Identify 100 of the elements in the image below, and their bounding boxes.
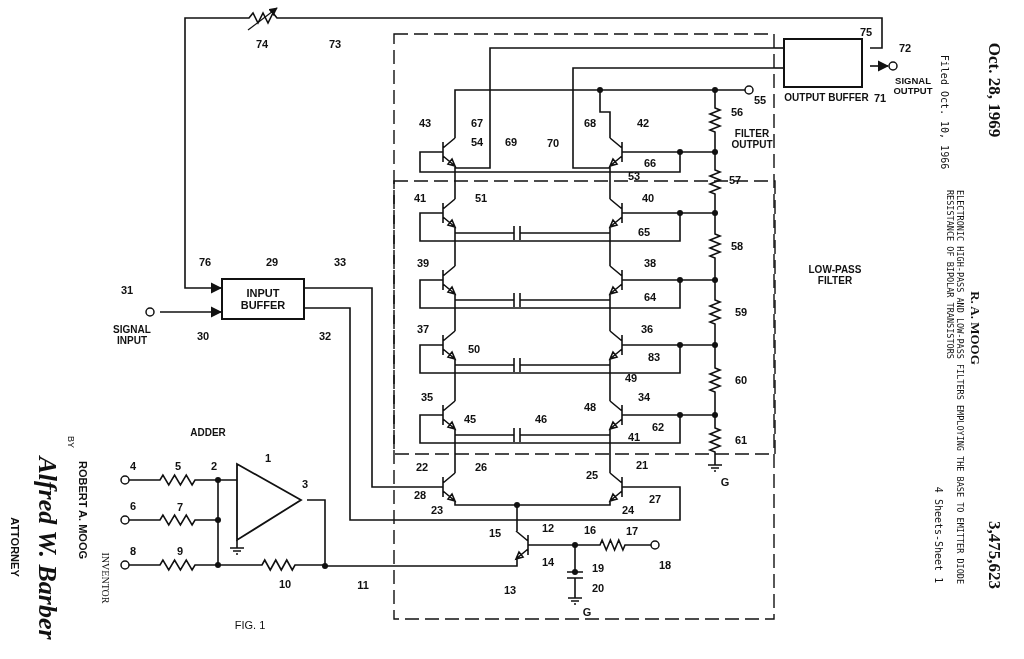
signal-line (869, 60, 890, 72)
callout-number: 67 (470, 116, 484, 130)
callout-number: 19 (591, 561, 605, 575)
buffer-block (783, 38, 870, 104)
callout-number: 21 (635, 458, 649, 472)
callout-number: 50 (467, 342, 481, 356)
callout-number: 9 (176, 544, 184, 558)
callout-number: 58 (730, 239, 744, 253)
callout-number: 46 (534, 412, 548, 426)
callout-number: 35 (420, 390, 434, 404)
callout-number: 69 (504, 135, 518, 149)
callout-number: 54 (470, 135, 484, 149)
filing-date: Filed Oct. 10, 1966 (938, 54, 950, 170)
callout-number: 2 (210, 459, 218, 473)
signal-line (184, 11, 883, 294)
ground-label: G (582, 605, 592, 619)
callout-number: 62 (651, 420, 665, 434)
callout-number: 36 (640, 322, 654, 336)
callout-number: 60 (734, 373, 748, 387)
callout-number: 66 (643, 156, 657, 170)
patent-title: ELECTRONIC HIGH-PASS AND LOW-PASS FILTERS EMPLOYING THE BASE TO EMITTER DIODE RESISTANCE OF BIPOLAR TRANSISTORS (945, 190, 965, 587)
callout-number: 45 (463, 412, 477, 426)
callout-number: 68 (583, 116, 597, 130)
callout-number: 3 (301, 477, 309, 491)
callout-number: 55 (753, 93, 767, 107)
callout-number: 20 (591, 581, 605, 595)
callout-number: 23 (430, 503, 444, 517)
callout-number: 41 (413, 191, 427, 205)
callout-number: 26 (474, 460, 488, 474)
sheet-number: 4 Sheets-Sheet 1 (932, 486, 944, 584)
figure-caption: FIG. 1 (234, 618, 266, 632)
inventor-name: ROBERT A. MOOG (76, 461, 90, 559)
callout-number: 4 (129, 459, 137, 473)
callout-number: 34 (637, 390, 651, 404)
callout-number: 17 (625, 524, 639, 538)
callout-number: 42 (636, 116, 650, 130)
block-label: OUTPUT BUFFER (784, 91, 869, 103)
block-label: ADDER (190, 426, 226, 438)
terminal-label: FILTER OUTPUT (730, 128, 774, 150)
callout-number: 57 (728, 173, 742, 187)
callout-number: 28 (413, 488, 427, 502)
callout-number: 39 (416, 256, 430, 270)
attorney-caption: ATTORNEY (8, 517, 22, 577)
callout-number: 16 (583, 523, 597, 537)
callout-number: 1 (264, 451, 272, 465)
buffer-block (221, 278, 305, 320)
callout-number: 56 (730, 105, 744, 119)
signal-line (774, 47, 784, 49)
callout-number: 38 (643, 256, 657, 270)
inventor-caption: INVENTOR (99, 552, 111, 604)
patent-number: 3,475,623 (984, 521, 1004, 589)
callout-number: 59 (734, 305, 748, 319)
terminal-label: SIGNAL OUTPUT (892, 75, 934, 97)
callout-number: 61 (734, 433, 748, 447)
callout-number: 37 (416, 322, 430, 336)
signal-line (304, 287, 394, 488)
inventor-name: R. A. MOOG (967, 291, 983, 365)
callout-number: 22 (415, 460, 429, 474)
callout-number: 13 (503, 583, 517, 597)
callout-number: 73 (328, 37, 342, 51)
terminal-label: SIGNAL INPUT (112, 324, 152, 346)
callout-number: 24 (621, 503, 635, 517)
section-label: LOW-PASS FILTER (807, 264, 863, 286)
callout-number: 18 (658, 558, 672, 572)
callout-number: 53 (627, 169, 641, 183)
callout-number: 31 (120, 283, 134, 297)
callout-number: 48 (583, 400, 597, 414)
callout-number: 32 (318, 329, 332, 343)
callout-number: 10 (278, 577, 292, 591)
callout-number: 43 (418, 116, 432, 130)
callout-number: 65 (637, 225, 651, 239)
callout-number: 83 (647, 350, 661, 364)
callout-number: 64 (643, 290, 657, 304)
callout-number: 71 (873, 91, 887, 105)
signal-line (306, 499, 394, 567)
by-note: BY (65, 436, 75, 448)
signal-line (159, 306, 223, 318)
callout-number: 41 (627, 430, 641, 444)
callout-number: 12 (541, 521, 555, 535)
callout-number: 72 (898, 41, 912, 55)
signal-line (304, 307, 394, 521)
callout-number: 15 (488, 526, 502, 540)
block-label: INPUT BUFFER (239, 286, 287, 312)
callout-number: 6 (129, 499, 137, 513)
callout-number: 76 (198, 255, 212, 269)
callout-number: 51 (474, 191, 488, 205)
signal-line (774, 67, 784, 69)
callout-number: 5 (174, 459, 182, 473)
ground-label: G (720, 475, 730, 489)
callout-number: 75 (859, 25, 873, 39)
callout-number: 70 (546, 136, 560, 150)
callout-number: 27 (648, 492, 662, 506)
callout-number: 29 (265, 255, 279, 269)
callout-number: 40 (641, 191, 655, 205)
callout-number: 7 (176, 500, 184, 514)
callout-number: 30 (196, 329, 210, 343)
date: Oct. 28, 1969 (984, 42, 1004, 138)
signature: Alfred W. Barber (32, 456, 62, 640)
callout-number: 74 (255, 37, 269, 51)
callout-number: 8 (129, 544, 137, 558)
